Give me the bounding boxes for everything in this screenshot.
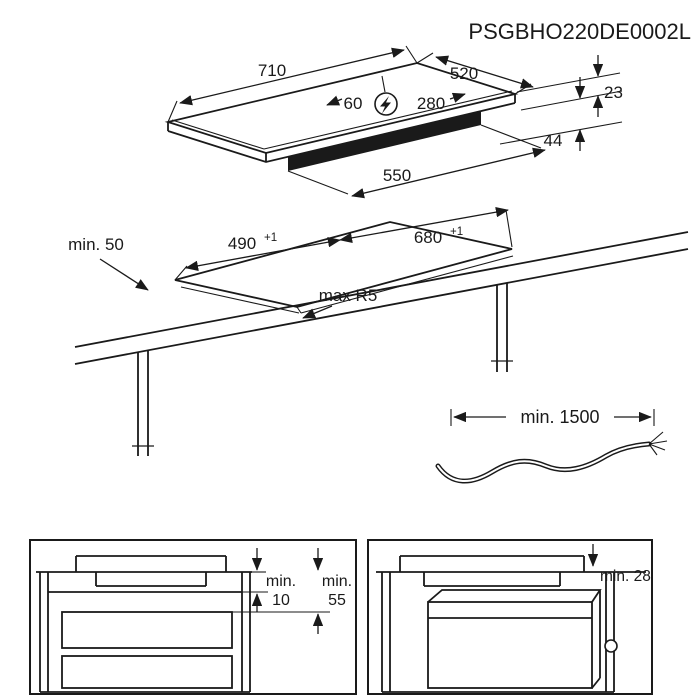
- oven-top-face: [427, 589, 602, 689]
- cutout-corner-radius-label: max R5: [319, 286, 378, 305]
- oven-view-frame: [367, 539, 653, 695]
- cutout-depth-tolerance: +1: [264, 232, 277, 244]
- cutout-width-tolerance: +1: [450, 226, 463, 238]
- cabinet-walls: [381, 572, 615, 693]
- hob-clearance-value: 10: [272, 592, 290, 609]
- cabinet-leg-right: [496, 283, 508, 372]
- hob-rim-height-dim: 23: [604, 83, 623, 102]
- oven-clearance-label: min. 28: [600, 568, 651, 585]
- worktop-front-edge: [74, 231, 689, 365]
- hob-width-dim: 710: [258, 61, 286, 80]
- cable-length-view: min. 1500: [435, 407, 668, 484]
- hob-isometric-view: 710 520 60 280 23 44 550: [164, 45, 623, 199]
- power-offset-left-dim: 60: [344, 94, 363, 113]
- hob-body-side: [95, 572, 207, 587]
- cable-length-dim: min. 1500: [520, 407, 599, 427]
- power-cable: [435, 441, 652, 484]
- power-connection-icon: [380, 96, 391, 114]
- hob-body-height-dim: 44: [544, 131, 563, 150]
- power-offset-right-dim: 280: [417, 94, 445, 113]
- cutout-side-clearance-label: min. 50: [68, 235, 124, 254]
- oven-knob: [604, 639, 618, 653]
- depth-clearance-value: 55: [328, 592, 346, 609]
- hob-body-width-dim: 550: [383, 166, 411, 185]
- hob-body: [288, 111, 481, 171]
- hob-body-side: [423, 572, 561, 587]
- cabinet-walls: [39, 572, 251, 693]
- hob-slab-side: [399, 555, 585, 572]
- cutout-depth-dim: 490: [228, 234, 256, 253]
- cabinet-leg-left: [137, 350, 149, 456]
- drawer-view-frame: [29, 539, 357, 695]
- cable-wire-ends: [648, 431, 668, 456]
- oven-installation-view: min. 28: [367, 539, 653, 695]
- hob-depth-dim: 520: [450, 64, 478, 83]
- model-code: PSGBHO220DE0002L: [468, 19, 691, 44]
- worktop-cutout-view: 490 +1 680 +1 min. 50 max R5: [68, 207, 689, 456]
- depth-clearance-label: min.: [322, 573, 352, 590]
- hob-clearance-label: min.: [266, 573, 296, 590]
- drawer-upper: [61, 611, 233, 649]
- oven-box: [427, 601, 593, 689]
- drawer-installation-view: min. 10 min. 55: [29, 539, 357, 695]
- cutout-width-dim: 680: [414, 228, 442, 247]
- hob-slab-side: [75, 555, 227, 572]
- drawer-lower: [61, 655, 233, 689]
